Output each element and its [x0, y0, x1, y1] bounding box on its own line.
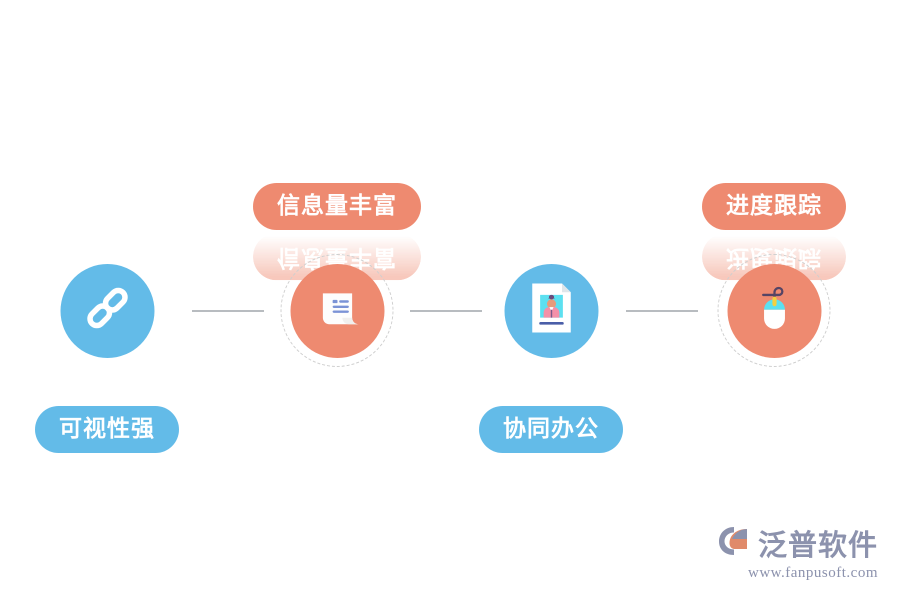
- node-3-icon-circle[interactable]: [495, 254, 608, 367]
- flow-node-1[interactable]: 可视性强: [7, 0, 207, 600]
- watermark-brand-text: 泛普软件: [757, 528, 878, 562]
- watermark-url-text: www.fanpusoft.com: [747, 565, 878, 581]
- node-2-label-pill[interactable]: 信息量丰富: [253, 183, 421, 231]
- node-3-label-pill[interactable]: 协同办公: [479, 406, 623, 454]
- node-4-icon-circle[interactable]: [717, 254, 831, 367]
- flow-node-3[interactable]: 协同办公: [451, 0, 651, 600]
- watermark-logo: 泛普软件 www.fanpusoft.com: [718, 522, 878, 582]
- node-4-circle-background: [727, 263, 821, 358]
- node-4-dashed-ring: [717, 254, 831, 367]
- chain-link-icon: [80, 281, 134, 340]
- connector-node2-node3: [410, 310, 482, 312]
- node-2-circle-background: [290, 263, 384, 358]
- node-3-circle-background: [504, 263, 598, 358]
- flow-node-2[interactable]: 信息量丰富 信息量丰富: [237, 0, 437, 600]
- node-1-label-pill[interactable]: 可视性强: [35, 406, 179, 454]
- connector-node3-node4: [626, 310, 698, 312]
- connector-node1-node2: [192, 310, 264, 312]
- flow-node-4[interactable]: 进度跟踪 进度跟踪: [674, 0, 874, 600]
- node-2-dashed-ring: [280, 254, 394, 367]
- node-4-label-pill[interactable]: 进度跟踪: [702, 183, 846, 231]
- node-1-icon-circle[interactable]: [51, 254, 164, 367]
- computer-mouse-icon: [749, 281, 799, 340]
- node-1-circle-background: [60, 263, 154, 358]
- id-card-document-icon: [526, 280, 576, 341]
- node-2-icon-circle[interactable]: [280, 254, 394, 367]
- fanpu-swoosh-logo-icon: [718, 525, 752, 562]
- watermark-logo-row: 泛普软件: [718, 522, 878, 564]
- scroll-document-icon: [311, 282, 363, 339]
